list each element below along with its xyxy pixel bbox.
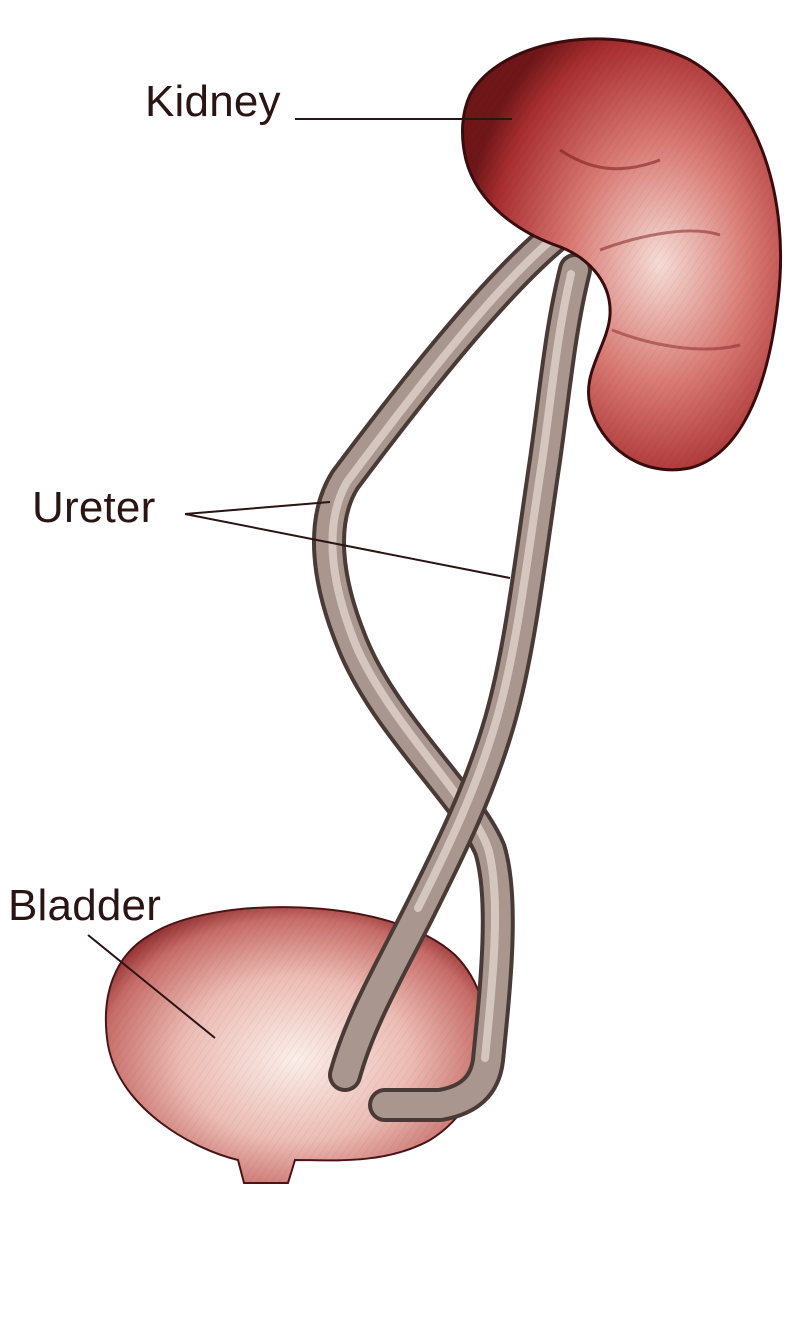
bladder-shape — [104, 906, 488, 1184]
ureter-label: Ureter — [32, 483, 156, 532]
kidney-shape — [461, 37, 782, 472]
ureter-leader-line-left — [184, 501, 331, 515]
bladder-leader-line — [87, 934, 216, 1039]
ureter-leader-line-right — [184, 513, 511, 579]
kidney-label: Kidney — [145, 77, 281, 126]
leader-lines — [87, 118, 512, 1039]
ureter-right — [328, 253, 592, 1092]
ureter-left — [312, 215, 577, 1122]
bladder-label: Bladder — [8, 881, 162, 930]
